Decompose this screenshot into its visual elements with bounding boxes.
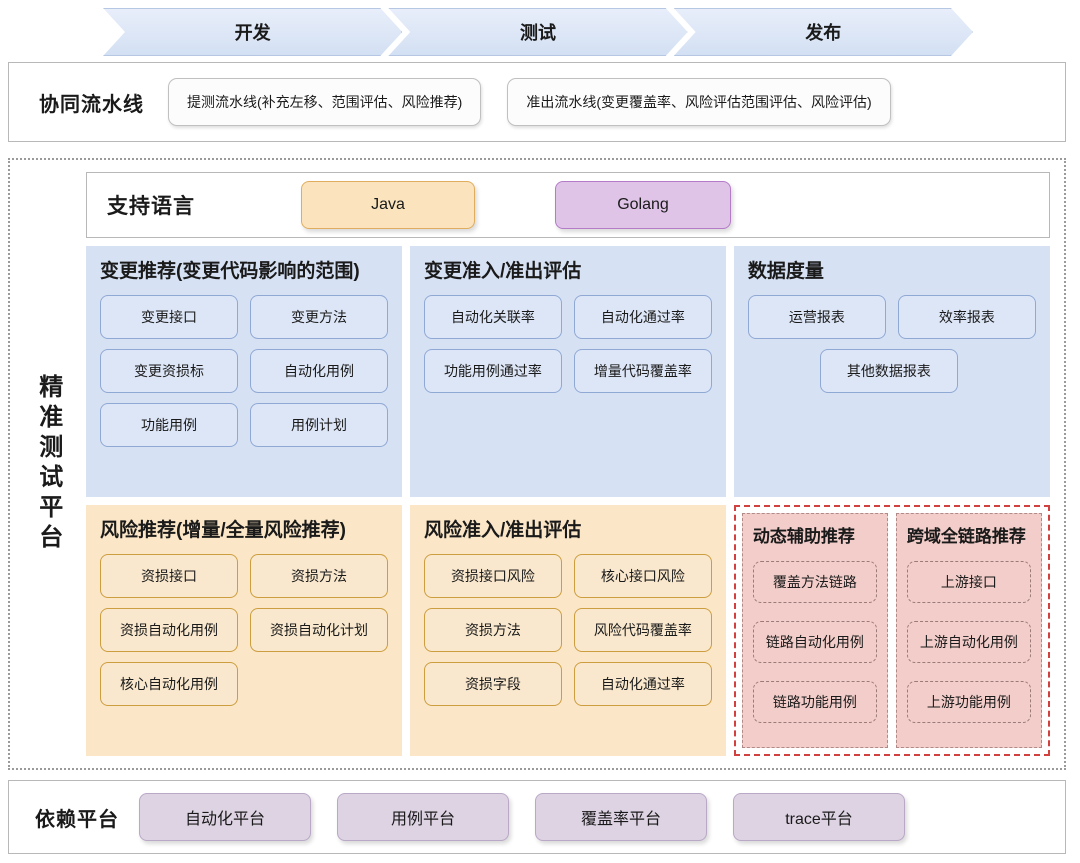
supported-languages-row: 支持语言 Java Golang xyxy=(86,172,1050,238)
dependency-pill-coverage[interactable]: 覆盖率平台 xyxy=(535,793,707,841)
panel-title: 风险推荐(增量/全量风险推荐) xyxy=(100,520,346,541)
chip-item[interactable]: 核心自动化用例 xyxy=(100,662,238,706)
collaborative-pipeline-title: 协同流水线 xyxy=(39,93,144,116)
chip-item[interactable]: 资损自动化用例 xyxy=(100,608,238,652)
chip-item[interactable]: 自动化用例 xyxy=(249,349,388,393)
chip-item[interactable]: 上游自动化用例 xyxy=(906,621,1031,663)
chip-item[interactable]: 链路自动化用例 xyxy=(752,621,877,663)
chip-item[interactable]: 运营报表 xyxy=(747,295,886,339)
panel-change-recommendation: 变更推荐(变更代码影响的范围) 变更接口 变更方法 变更资损标 自动化用例 功能… xyxy=(86,246,402,497)
chip-item[interactable]: 上游接口 xyxy=(906,561,1031,603)
chip-item[interactable]: 自动化通过率 xyxy=(573,295,712,339)
chip-item[interactable]: 风险代码覆盖率 xyxy=(573,608,712,652)
phase-chevron-row: 开发 测试 发布 xyxy=(103,8,973,54)
capability-row-risk: 风险推荐(增量/全量风险推荐) 资损接口 资损方法 资损自动化用例 资损自动化计… xyxy=(86,505,1050,756)
chip-item[interactable]: 资损自动化计划 xyxy=(249,608,388,652)
chip-item[interactable]: 增量代码覆盖率 xyxy=(573,349,712,393)
panel-chip-list: 上游接口 上游自动化用例 上游功能用例 xyxy=(906,561,1031,723)
panel-dynamic-assist-recommendation: 动态辅助推荐 覆盖方法链路 链路自动化用例 链路功能用例 xyxy=(741,513,888,748)
panel-title: 数据度量 xyxy=(747,261,824,282)
chip-item[interactable]: 自动化通过率 xyxy=(573,662,712,706)
chip-item[interactable]: 链路功能用例 xyxy=(752,681,877,723)
language-pill-golang[interactable]: Golang xyxy=(555,181,731,229)
precision-test-platform: 精准测试平台 支持语言 Java Golang 变更推荐(变更代码影响的范围) … xyxy=(8,158,1066,770)
phase-chevron-test[interactable]: 测试 xyxy=(388,8,687,56)
panel-title: 变更准入/准出评估 xyxy=(423,261,582,282)
panel-data-metrics: 数据度量 运营报表 效率报表 其他数据报表 xyxy=(733,246,1050,497)
phase-label: 发布 xyxy=(805,23,842,43)
future-capability-cluster: 动态辅助推荐 覆盖方法链路 链路自动化用例 链路功能用例 跨域全链路推荐 上游接… xyxy=(733,505,1050,756)
panel-chip-list: 运营报表 效率报表 其他数据报表 xyxy=(747,295,1036,393)
chip-item[interactable]: 资损接口 xyxy=(100,554,238,598)
panel-chip-list: 资损接口 资损方法 资损自动化用例 资损自动化计划 核心自动化用例 xyxy=(100,554,388,706)
pipeline-card-release-gate[interactable]: 准出流水线(变更覆盖率、风险评估范围评估、风险评估) xyxy=(507,78,891,126)
supported-languages-title: 支持语言 xyxy=(107,195,195,218)
chip-item[interactable]: 覆盖方法链路 xyxy=(752,561,877,603)
chip-item[interactable]: 功能用例通过率 xyxy=(423,349,562,393)
panel-risk-gate-evaluation: 风险准入/准出评估 资损接口风险 核心接口风险 资损方法 风险代码覆盖率 资损字… xyxy=(409,505,726,756)
chip-item[interactable]: 上游功能用例 xyxy=(906,681,1031,723)
panel-title: 风险准入/准出评估 xyxy=(423,520,582,541)
panel-cross-domain-fullchain-recommendation: 跨域全链路推荐 上游接口 上游自动化用例 上游功能用例 xyxy=(895,513,1042,748)
platform-body: 支持语言 Java Golang 变更推荐(变更代码影响的范围) 变更接口 变更… xyxy=(86,160,1064,768)
panel-risk-recommendation: 风险推荐(增量/全量风险推荐) 资损接口 资损方法 资损自动化用例 资损自动化计… xyxy=(86,505,402,756)
chip-item[interactable]: 资损方法 xyxy=(423,608,562,652)
panel-chip-list: 资损接口风险 核心接口风险 资损方法 风险代码覆盖率 资损字段 自动化通过率 xyxy=(423,554,712,706)
chip-item[interactable]: 功能用例 xyxy=(100,403,238,447)
chip-item[interactable]: 变更方法 xyxy=(249,295,388,339)
dependency-platform-section: 依赖平台 自动化平台 用例平台 覆盖率平台 trace平台 xyxy=(8,780,1066,854)
chip-item[interactable]: 用例计划 xyxy=(249,403,388,447)
chip-item[interactable]: 资损方法 xyxy=(249,554,388,598)
chip-item[interactable]: 变更资损标 xyxy=(100,349,238,393)
phase-label: 开发 xyxy=(234,23,271,43)
chip-item[interactable]: 变更接口 xyxy=(100,295,238,339)
dependency-pill-automation[interactable]: 自动化平台 xyxy=(139,793,311,841)
pipeline-card-pretest[interactable]: 提测流水线(补充左移、范围评估、风险推荐) xyxy=(168,78,482,126)
panel-title: 变更推荐(变更代码影响的范围) xyxy=(100,261,360,282)
phase-label: 测试 xyxy=(519,23,556,43)
phase-chevron-dev[interactable]: 开发 xyxy=(103,8,402,56)
chip-item[interactable]: 其他数据报表 xyxy=(819,349,958,393)
collaborative-pipeline-section: 协同流水线 提测流水线(补充左移、范围评估、风险推荐) 准出流水线(变更覆盖率、… xyxy=(8,62,1066,142)
phase-chevron-release[interactable]: 发布 xyxy=(674,8,973,56)
chip-item[interactable]: 核心接口风险 xyxy=(573,554,712,598)
chip-item[interactable]: 自动化关联率 xyxy=(423,295,562,339)
capability-row-change: 变更推荐(变更代码影响的范围) 变更接口 变更方法 变更资损标 自动化用例 功能… xyxy=(86,246,1050,497)
dependency-platform-title: 依赖平台 xyxy=(35,808,119,831)
chip-item[interactable]: 效率报表 xyxy=(897,295,1036,339)
panel-chip-list: 变更接口 变更方法 变更资损标 自动化用例 功能用例 用例计划 xyxy=(100,295,388,447)
panel-title: 跨域全链路推荐 xyxy=(906,527,1026,546)
platform-vertical-title: 精准测试平台 xyxy=(34,374,62,554)
dependency-pill-trace[interactable]: trace平台 xyxy=(733,793,905,841)
panel-change-gate-evaluation: 变更准入/准出评估 自动化关联率 自动化通过率 功能用例通过率 增量代码覆盖率 xyxy=(409,246,726,497)
dependency-pill-testcase[interactable]: 用例平台 xyxy=(337,793,509,841)
panel-chip-list: 覆盖方法链路 链路自动化用例 链路功能用例 xyxy=(752,561,877,723)
panel-title: 动态辅助推荐 xyxy=(752,527,855,546)
chip-item[interactable]: 资损字段 xyxy=(423,662,562,706)
chip-item[interactable]: 资损接口风险 xyxy=(423,554,562,598)
language-pill-java[interactable]: Java xyxy=(301,181,475,229)
capability-grid: 变更推荐(变更代码影响的范围) 变更接口 变更方法 变更资损标 自动化用例 功能… xyxy=(86,246,1050,756)
panel-chip-list: 自动化关联率 自动化通过率 功能用例通过率 增量代码覆盖率 xyxy=(423,295,712,393)
